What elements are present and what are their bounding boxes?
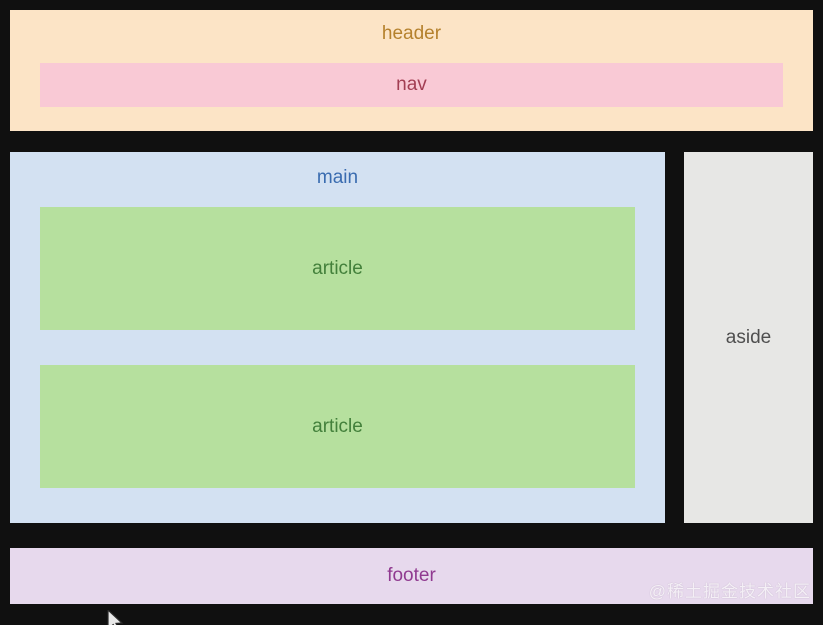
middle-row: main article article aside [10, 152, 813, 523]
main-label: main [316, 167, 359, 188]
footer-label: footer [387, 565, 436, 586]
nav-label: nav [396, 74, 427, 95]
aside-label: aside [725, 326, 772, 348]
article-box-1: article [40, 207, 635, 330]
nav-box: nav [40, 63, 783, 107]
header-label: header [381, 23, 442, 44]
footer-box: footer [10, 548, 813, 604]
aside-box: aside [684, 152, 813, 523]
main-box: main article article [10, 152, 665, 523]
header-box: header nav [10, 10, 813, 131]
mouse-pointer-icon [107, 610, 124, 625]
article-label: article [312, 415, 363, 437]
article-label: article [312, 257, 363, 279]
article-box-2: article [40, 365, 635, 488]
watermark: @稀土掘金技术社区 [648, 582, 811, 601]
